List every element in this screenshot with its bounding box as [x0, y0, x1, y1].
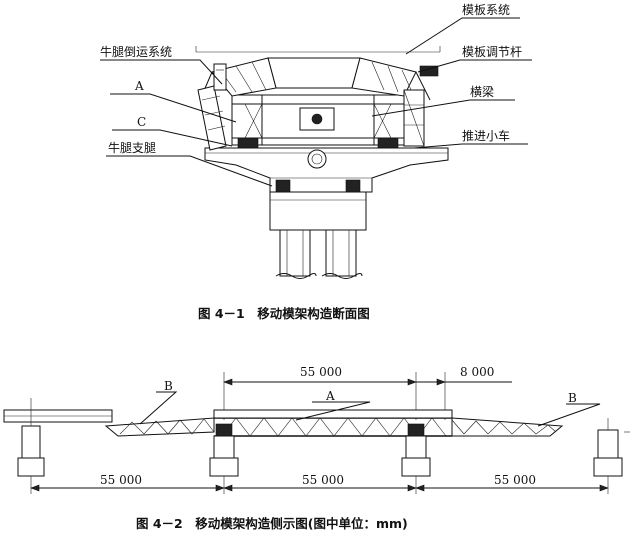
main-truss — [104, 409, 564, 437]
left-deck — [3, 409, 113, 423]
leader-lines — [100, 17, 532, 187]
label-bracket-leg: 牛腿支腿 — [108, 140, 156, 155]
dim-top-span: 55 000 — [300, 365, 342, 379]
bracket-leg-platform — [204, 147, 449, 193]
dim-bottom-span-3: 55 000 — [494, 473, 536, 487]
pier-4 — [593, 418, 630, 477]
label-b-right: B — [568, 391, 577, 405]
dim-bottom-span-1: 55 000 — [100, 473, 142, 487]
label-cross-beam: 横梁 — [470, 84, 494, 99]
pier-column — [269, 191, 367, 279]
label-a-section: A — [134, 79, 144, 93]
figure-1-caption: 图 4－1 移动模架构造断面图 — [198, 306, 370, 321]
bottom-dimension-lines — [30, 476, 609, 494]
label-c-section: C — [137, 115, 146, 129]
dim-bottom-span-2: 55 000 — [302, 473, 344, 487]
formwork-system — [195, 46, 441, 101]
bracket-transfer-system — [197, 63, 227, 151]
figure-2-caption: 图 4－2 移动模架构造侧示图(图中单位：mm) — [136, 516, 408, 531]
side-leader-lines — [139, 391, 601, 427]
dim-top-overhang: 8 000 — [460, 365, 494, 379]
side-elevation-drawing: 55 000 8 000 — [3, 365, 630, 531]
right-frame — [403, 65, 439, 147]
cross-beam-truss — [231, 94, 405, 149]
label-bracket-transfer-system: 牛腿倒运系统 — [100, 44, 172, 59]
label-a-side: A — [325, 389, 335, 403]
label-formwork-system: 模板系统 — [462, 3, 510, 17]
pier-3 — [401, 423, 431, 477]
cross-section-drawing: 模板系统 牛腿倒运系统 模板调节杆 A 横梁 C 推进小车 牛腿支腿 图 4－1… — [100, 3, 532, 321]
label-b-left: B — [164, 379, 173, 393]
pier-1 — [17, 398, 45, 477]
label-push-trolley: 推进小车 — [462, 128, 510, 143]
label-formwork-adjust-rod: 模板调节杆 — [462, 45, 522, 59]
